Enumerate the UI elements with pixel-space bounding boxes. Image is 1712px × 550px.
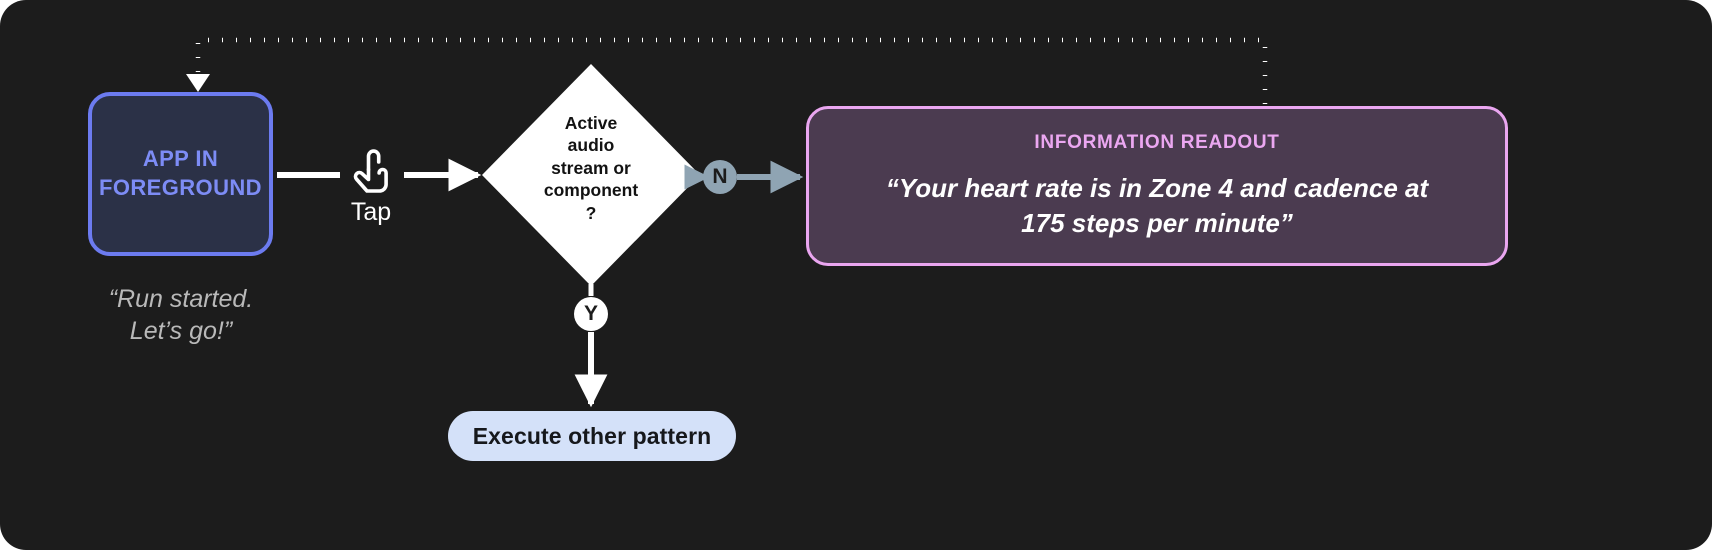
decision-line1: Active xyxy=(564,113,618,133)
branch-badge-no: N xyxy=(703,160,737,194)
app-node-label-line2: FOREGROUND xyxy=(99,175,262,200)
app-in-foreground-label: APP IN FOREGROUND xyxy=(99,145,262,202)
node-execute-other-pattern[interactable]: Execute other pattern xyxy=(448,411,736,461)
readout-body-line2: 175 steps per minute” xyxy=(1021,207,1293,238)
app-node-label-line1: APP IN xyxy=(142,146,219,172)
branch-badge-yes-label: Y xyxy=(583,302,598,325)
app-in-foreground-caption: “Run started. Let’s go!” xyxy=(66,283,296,347)
decision-diamond-label: Active audio stream or component ? xyxy=(505,112,677,224)
node-information-readout[interactable]: INFORMATION READOUT “Your heart rate is … xyxy=(806,106,1508,266)
information-readout-title: INFORMATION READOUT xyxy=(1034,132,1280,154)
feedback-loop-dotted-path xyxy=(195,37,1268,104)
branch-badge-no-label: N xyxy=(712,165,728,188)
node-app-in-foreground[interactable]: APP IN FOREGROUND xyxy=(88,92,273,256)
execute-other-pattern-label: Execute other pattern xyxy=(472,422,712,449)
branch-badge-yes: Y xyxy=(574,297,608,331)
decision-line3: stream or xyxy=(551,157,631,178)
tap-gesture-group: Tap xyxy=(333,148,409,225)
decision-line5: ? xyxy=(585,202,597,223)
tap-gesture-label: Tap xyxy=(350,198,392,226)
app-caption-line2: Let’s go!” xyxy=(129,317,233,345)
tap-gesture-icon xyxy=(353,149,388,193)
decision-line4: component xyxy=(543,180,639,201)
app-caption-line1: “Run started. xyxy=(108,285,254,313)
readout-body-line1: “Your heart rate is in Zone 4 and cadenc… xyxy=(885,173,1429,204)
feedback-loop-arrowhead xyxy=(186,74,210,92)
information-readout-body: “Your heart rate is in Zone 4 and cadenc… xyxy=(886,171,1428,240)
decision-line2: audio xyxy=(567,135,615,156)
